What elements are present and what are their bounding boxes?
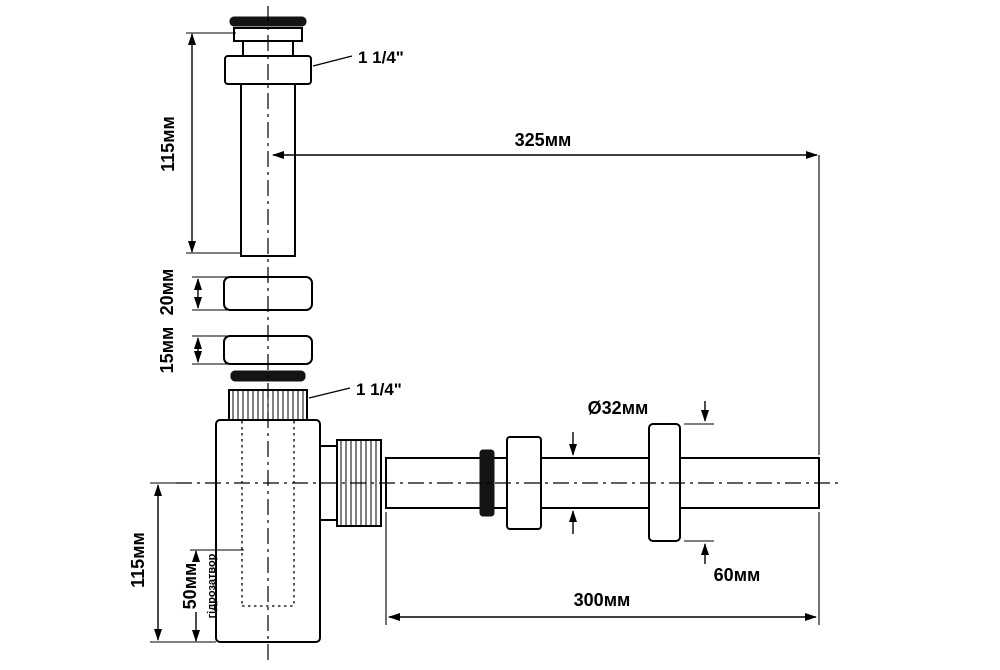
dim-label-325: 325мм [515, 130, 572, 150]
dim-tailpiece-height: 115мм [158, 33, 196, 253]
dim-water-seal: 50мм гідрозатвор [180, 550, 218, 642]
dim-pipe-length: 300мм [388, 590, 817, 621]
drain-tailpiece [224, 16, 312, 257]
water-seal-caption: гідрозатвор [206, 553, 218, 618]
dim-flange-size: 60мм [701, 401, 761, 585]
leader-line-body [308, 387, 351, 399]
dim-offset-width: 325мм [272, 130, 818, 159]
dim-label-20: 20мм [157, 269, 177, 316]
dim-label-15: 15мм [157, 327, 177, 374]
callout-thread-top: 1 1/4" [312, 48, 404, 67]
dim-label-32: Ø32мм [588, 398, 649, 418]
centerlines [176, 6, 838, 660]
extension-lines [150, 32, 820, 643]
callout-thread-body: 1 1/4" [308, 380, 402, 399]
dim-nut-height: 20мм [157, 269, 202, 316]
dim-label-60: 60мм [714, 565, 761, 585]
dim-label-115-bottom: 115мм [128, 532, 148, 588]
dim-washer-height: 15мм [157, 327, 202, 374]
dim-label-300: 300мм [574, 590, 631, 610]
thread-label-body: 1 1/4" [356, 380, 402, 399]
dim-pipe-diameter: Ø32мм [569, 398, 649, 534]
thread-label-top: 1 1/4" [358, 48, 404, 67]
tailpiece-tube [240, 83, 296, 257]
trap-body [215, 389, 382, 643]
dim-body-height: 115мм [128, 484, 162, 641]
neck-thread-lines [232, 391, 304, 419]
dim-label-50: 50мм [180, 563, 200, 610]
inner-dip-tube [241, 421, 295, 607]
dim-label-115-top: 115мм [158, 116, 178, 172]
leader-line-top [312, 55, 353, 67]
